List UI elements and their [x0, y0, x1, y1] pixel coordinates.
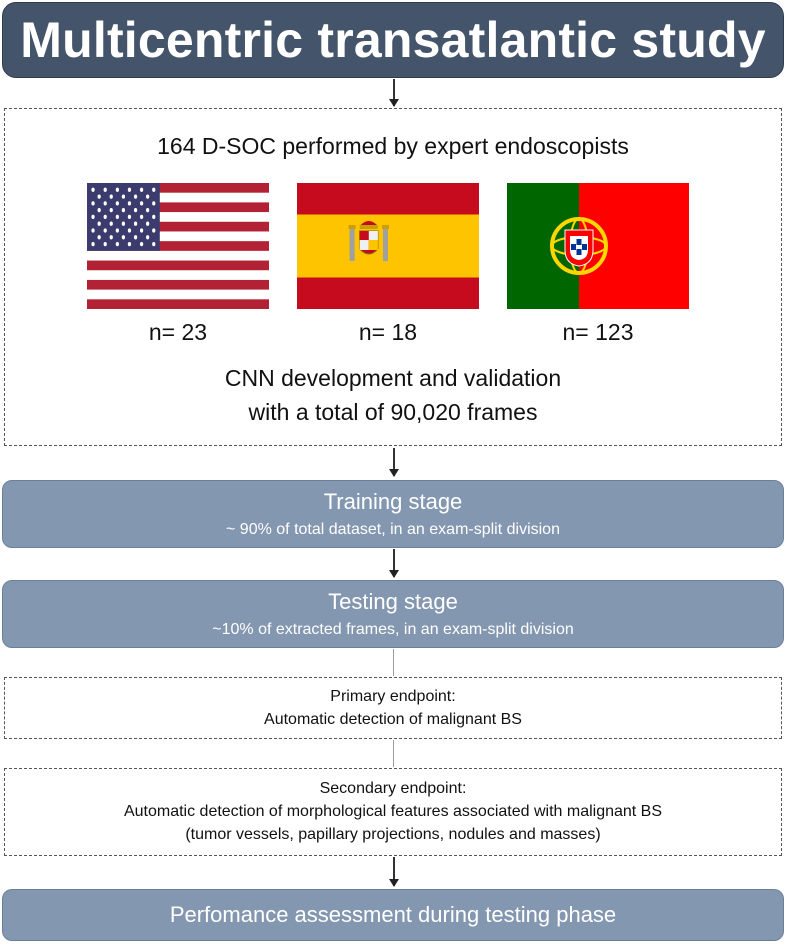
training-stage-title: Training stage — [323, 489, 463, 514]
portugal-flag-graphic — [507, 183, 689, 309]
usa-flag-graphic — [87, 183, 269, 309]
usa-flag-icon — [87, 183, 269, 309]
arrow-secondary-to-assessment — [389, 857, 399, 887]
usa-count: n= 23 — [148, 319, 208, 345]
dataset-box: 164 D-SOC performed by expert endoscopis… — [4, 108, 782, 446]
study-title: Multicentric transatlantic study — [20, 12, 766, 68]
secondary-endpoint-line1: Automatic detection of morphological fea… — [123, 803, 663, 820]
secondary-endpoint-box: Secondary endpoint: Automatic detection … — [4, 768, 782, 856]
spain-flag-icon — [297, 183, 479, 309]
study-title-box: Multicentric transatlantic study — [2, 2, 784, 78]
arrow-title-to-dataset — [389, 79, 399, 107]
secondary-endpoint-label: Secondary endpoint: — [319, 780, 467, 797]
performance-assessment-title: Perfomance assessment during testing pha… — [169, 902, 617, 927]
secondary-endpoint-line2: (tumor vessels, papillary projections, n… — [185, 826, 601, 843]
portugal-count: n= 123 — [562, 319, 634, 345]
dataset-footer-line2: with a total of 90,020 frames — [248, 399, 538, 425]
arrow-training-to-testing — [389, 549, 399, 578]
training-stage-box: Training stage ~ 90% of total dataset, i… — [2, 480, 784, 548]
dataset-footer: CNN development and validation with a to… — [5, 361, 781, 429]
portugal-flag-icon — [507, 183, 689, 309]
testing-stage-title: Testing stage — [328, 589, 458, 614]
primary-endpoint-text: Automatic detection of malignant BS — [264, 711, 522, 728]
dataset-footer-line1: CNN development and validation — [224, 365, 562, 391]
testing-stage-box: Testing stage ~10% of extracted frames, … — [2, 580, 784, 648]
connector-primary-to-secondary — [393, 740, 394, 767]
testing-stage-subtitle: ~10% of extracted frames, in an exam-spl… — [212, 621, 574, 638]
primary-endpoint-label: Primary endpoint: — [330, 688, 456, 705]
performance-assessment-box: Perfomance assessment during testing pha… — [2, 889, 784, 941]
arrow-dataset-to-training — [389, 448, 399, 477]
spain-count: n= 18 — [358, 319, 418, 345]
dataset-heading: 164 D-SOC performed by expert endoscopis… — [157, 133, 629, 159]
training-stage-subtitle: ~ 90% of total dataset, in an exam-split… — [226, 521, 560, 538]
spain-flag-graphic — [297, 183, 479, 309]
primary-endpoint-box: Primary endpoint: Automatic detection of… — [4, 677, 782, 739]
connector-testing-to-primary — [393, 649, 394, 676]
